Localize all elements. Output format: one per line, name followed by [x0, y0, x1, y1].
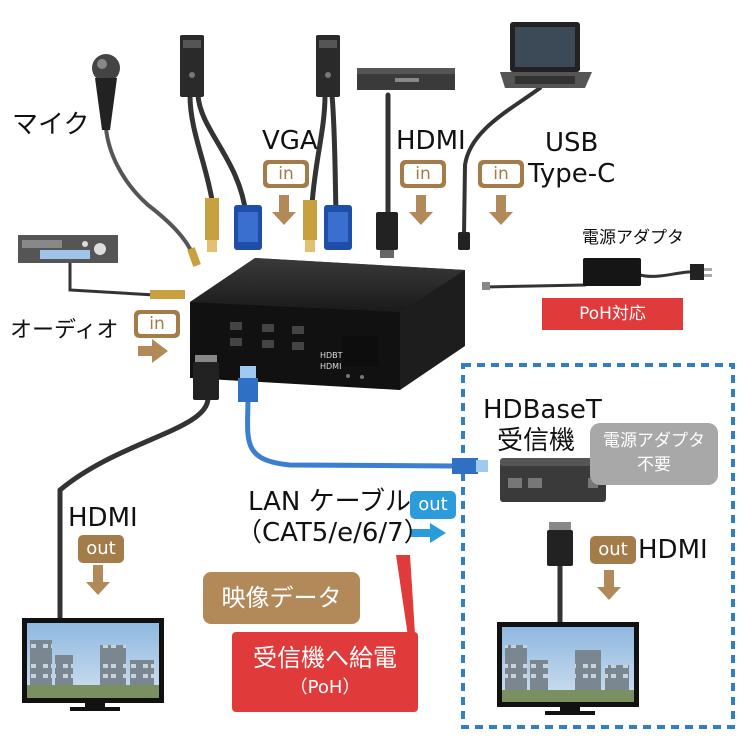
audio-label: オーディオ	[10, 318, 119, 343]
in-badge-audio: in	[134, 310, 180, 338]
cd-player-icon	[18, 235, 118, 263]
cables	[57, 86, 702, 628]
power-adapter-label: 電源アダプタ	[582, 228, 684, 248]
input-arrows	[86, 195, 621, 600]
in-badge-hdmi: in	[400, 160, 446, 188]
in-badge-vga: in	[263, 160, 309, 188]
power-feed-line2: （PoH）	[289, 677, 361, 698]
vga-label: VGA	[262, 126, 318, 156]
mini-pc-icon	[316, 35, 340, 97]
arrow-down-icon	[597, 570, 621, 600]
power-bolt-icon	[396, 555, 416, 650]
tv-icon	[497, 622, 639, 715]
tv-icon	[22, 618, 164, 711]
hdmi-in-label: HDMI	[396, 126, 466, 156]
power-not-needed-line2: 不要	[637, 455, 671, 475]
hdmi-out-right-label: HDMI	[638, 535, 708, 565]
receiver-label: 受信機	[497, 426, 576, 456]
hdmi-plug-icon	[547, 522, 573, 566]
plugs	[205, 198, 470, 258]
mic-label: マイク	[12, 110, 90, 140]
microphone-icon	[92, 54, 120, 130]
arrow-right-icon	[410, 523, 446, 543]
power-not-needed-callout: 電源アダプタ 不要	[590, 423, 718, 485]
hdbaset-label: HDBaseT	[483, 395, 602, 425]
out-badge-hdmi-right: out	[590, 536, 636, 564]
arrow-down-icon	[409, 195, 433, 225]
out-badge-hdmi-left: out	[78, 535, 124, 563]
hdmi-plug-icon	[193, 355, 219, 400]
lan-cable-label: LAN ケーブル	[248, 487, 412, 517]
media-player-icon	[357, 68, 455, 90]
usb-label: USB	[545, 128, 599, 158]
power-not-needed-line1: 電源アダプタ	[603, 431, 705, 451]
video-data-callout: 映像データ	[203, 572, 360, 624]
power-feed-line1: 受信機へ給電	[253, 644, 397, 672]
lan-plug-icon	[452, 458, 488, 474]
in-badge-usb: in	[478, 160, 524, 188]
power-adapter-icon	[482, 258, 712, 290]
arrow-down-icon	[86, 565, 110, 595]
lan-plug-icon	[238, 366, 258, 402]
out-badge-lan: out	[410, 491, 456, 519]
hdbt-logo: HDBT	[320, 351, 343, 360]
audio-plug-icon	[150, 290, 185, 299]
receiver-area-border	[461, 363, 735, 729]
laptop-icon	[500, 22, 592, 88]
mini-pc-icon	[180, 35, 204, 97]
arrow-right-icon	[138, 339, 168, 363]
mic-plug-icon	[187, 247, 201, 267]
arrow-down-icon	[489, 195, 513, 225]
poh-support-badge: PoH対応	[542, 298, 683, 330]
lan-cable-spec-label: （CAT5/e/6/7）	[236, 518, 430, 548]
hdmi-out-left-label: HDMI	[68, 503, 138, 533]
arrow-down-icon	[272, 195, 296, 225]
hdmi-logo: HDMI	[320, 362, 341, 371]
type-c-label: Type-C	[528, 159, 616, 189]
power-feed-callout: 受信機へ給電 （PoH）	[232, 632, 418, 712]
